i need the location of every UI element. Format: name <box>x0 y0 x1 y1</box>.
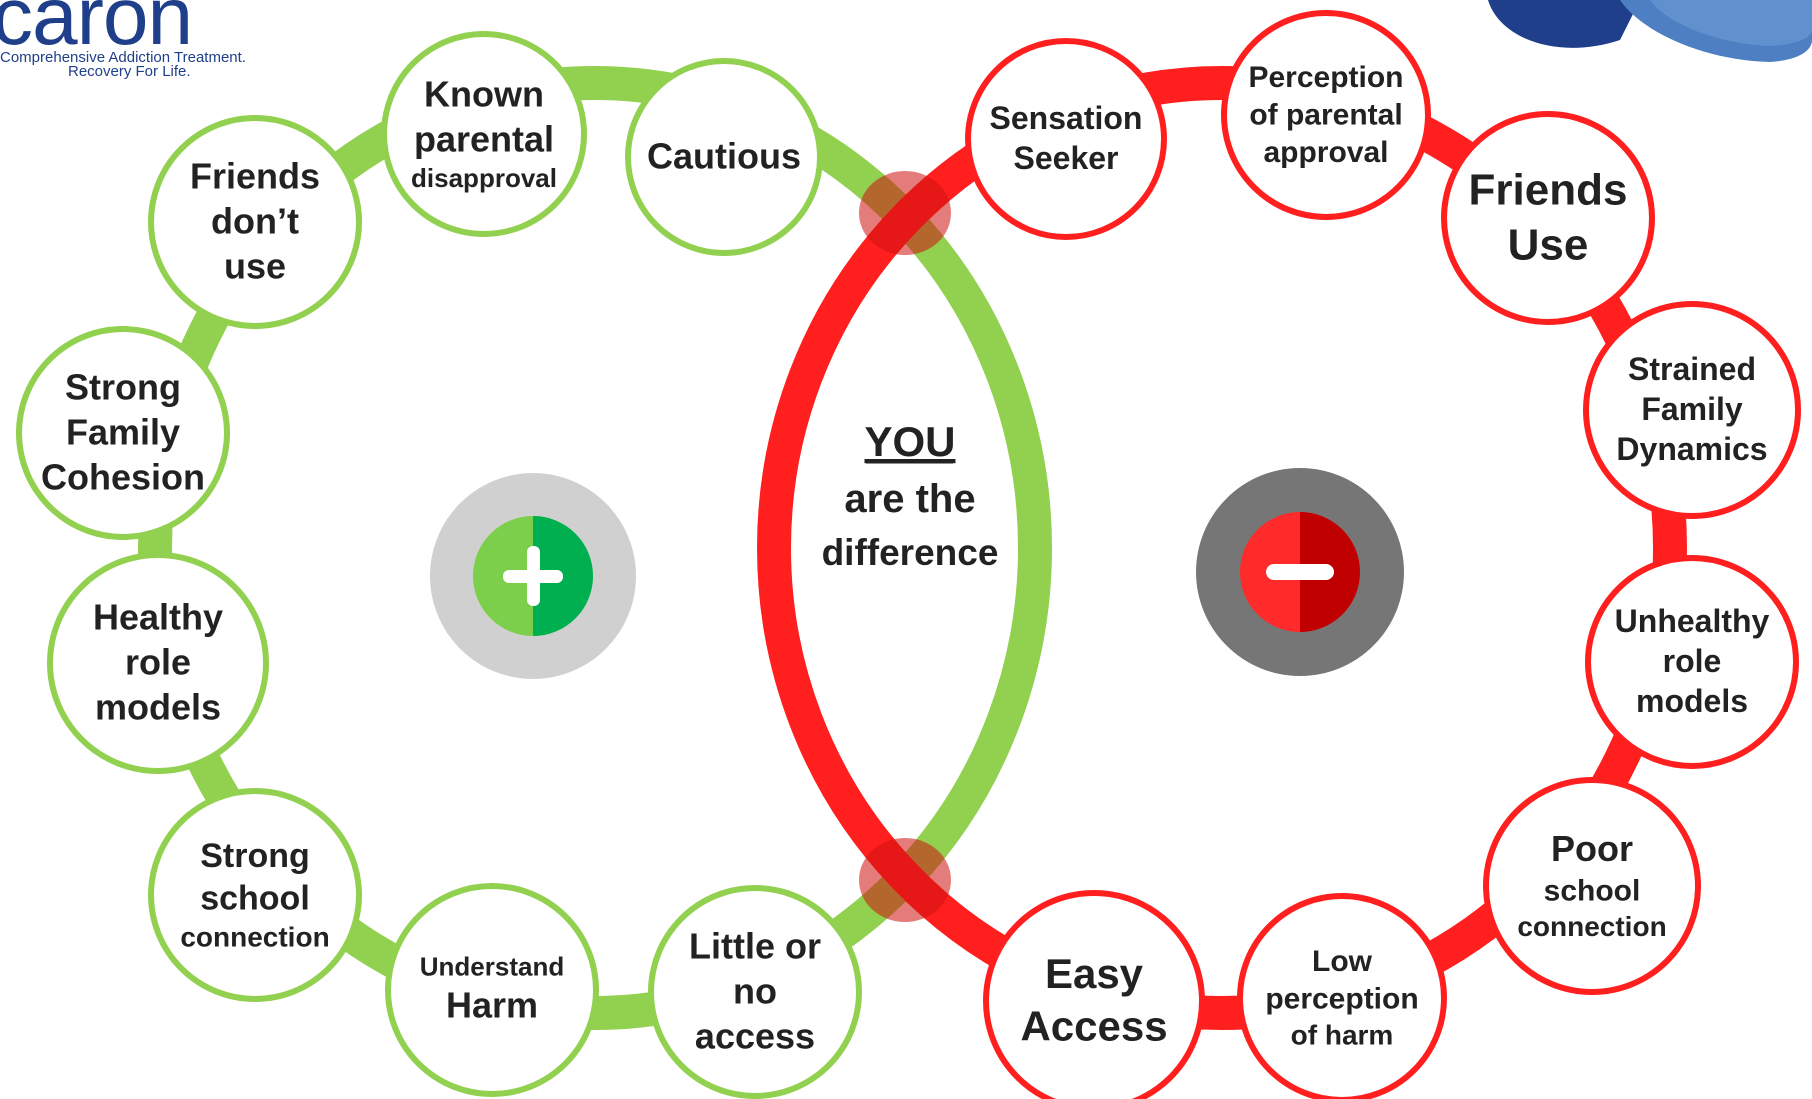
center-message: YOU are the difference <box>822 418 999 573</box>
center-title: YOU <box>864 418 955 465</box>
risk-factor-label-line: Access <box>1020 1002 1167 1049</box>
protective-factor-circle <box>47 552 269 774</box>
protective-factor-label-line: Family <box>66 411 180 452</box>
risk-factor-label-line: Perception <box>1248 61 1403 94</box>
protective-factor-circle <box>148 788 362 1002</box>
risk-factor-circle <box>1441 111 1655 325</box>
risk-factor-poor-school-connection: Poor school connection <box>1483 777 1701 995</box>
risk-ring <box>757 66 1687 1030</box>
protective-factor-label-line: Cautious <box>647 135 801 176</box>
risk-factor-label-line: Poor <box>1551 828 1633 869</box>
protective-factor-label-line: Known <box>424 74 544 115</box>
protective-factor-label-line: Cohesion <box>41 456 205 497</box>
protective-factor-cautious: Cautious <box>625 58 823 256</box>
risk-factor-label-line: Dynamics <box>1616 431 1767 467</box>
protective-factor-label-line: school <box>200 879 310 917</box>
protective-factor-circle <box>16 326 230 540</box>
risk-factor-label-line: models <box>1636 683 1748 719</box>
protective-factor-circle <box>148 115 362 329</box>
protective-factor-strong-school-connection: Strong school connection <box>148 788 362 1002</box>
risk-factor-circle <box>1583 301 1801 519</box>
ring-overlap-top <box>859 171 951 255</box>
protective-factor-label-line: use <box>224 245 286 286</box>
protective-factor-circle <box>385 883 599 1097</box>
protective-factors: CautiousKnownparentaldisapprovalFriendsd… <box>16 31 862 1099</box>
risk-factor-label-line: role <box>1663 643 1722 679</box>
risk-factor-label-line: Unhealthy <box>1615 603 1770 639</box>
protective-factor-circle <box>648 885 862 1099</box>
protective-factor-label-line: Friends <box>190 155 320 196</box>
risk-factor-label-line: of parental <box>1249 98 1402 131</box>
risk-factor-circle <box>1483 777 1701 995</box>
center-line-2: are the <box>844 477 975 521</box>
protective-factor-label-line: disapproval <box>411 163 557 193</box>
risk-factor-label-line: Friends <box>1469 165 1628 214</box>
protective-factor-label-line: connection <box>180 921 329 952</box>
risk-factor-circle <box>1221 10 1431 220</box>
risk-factor-label-line: Seeker <box>1014 140 1119 176</box>
risk-factor-label-line: Family <box>1641 391 1743 427</box>
protective-factor-label-line: role <box>125 641 191 682</box>
protective-factor-label-line: Strong <box>65 366 181 407</box>
risk-factor-perception-of-parental-approval: Perception of parental approval <box>1221 10 1431 220</box>
risk-factor-label-line: perception <box>1265 983 1418 1016</box>
protective-factor-label-line: no <box>733 970 777 1011</box>
risk-factor-circle <box>983 890 1205 1099</box>
risk-factor-circle <box>1237 893 1447 1099</box>
risk-factor-unhealthy-role-models: Unhealthy role models <box>1585 555 1799 769</box>
risk-factor-label-line: approval <box>1263 136 1388 169</box>
ring-overlap-bottom <box>859 838 951 922</box>
badges <box>430 468 1404 679</box>
protective-factor-label-line: Little or <box>689 925 821 966</box>
protective-factor-label-line: Harm <box>446 985 538 1026</box>
risk-factor-circle <box>965 38 1167 240</box>
minus-icon <box>1196 468 1404 676</box>
protective-factor-label-line: models <box>95 686 221 727</box>
risk-factor-label-line: Easy <box>1045 950 1144 997</box>
risk-factor-label-line: Use <box>1508 220 1589 269</box>
risk-factor-label-line: Sensation <box>990 100 1143 136</box>
protective-factor-circle <box>625 58 823 256</box>
protective-factor-label-line: Understand <box>420 952 564 982</box>
protective-factor-circle <box>381 31 587 237</box>
protective-factor-label-line: don’t <box>211 200 299 241</box>
plus-icon <box>430 473 636 679</box>
risk-factor-label-line: connection <box>1517 911 1666 942</box>
risk-factor-label-line: Low <box>1312 945 1373 978</box>
risk-factor-label-line: school <box>1544 874 1641 907</box>
risk-factor-circle <box>1585 555 1799 769</box>
protective-factor-label-line: parental <box>414 119 554 160</box>
protective-factor-label-line: Healthy <box>93 596 223 637</box>
protective-factor-label-line: access <box>695 1015 815 1056</box>
protective-factor-label-line: Strong <box>200 837 310 875</box>
risk-factor-label-line: of harm <box>1291 1019 1394 1050</box>
risk-factor-label-line: Strained <box>1628 351 1756 387</box>
center-line-3: difference <box>822 532 999 573</box>
